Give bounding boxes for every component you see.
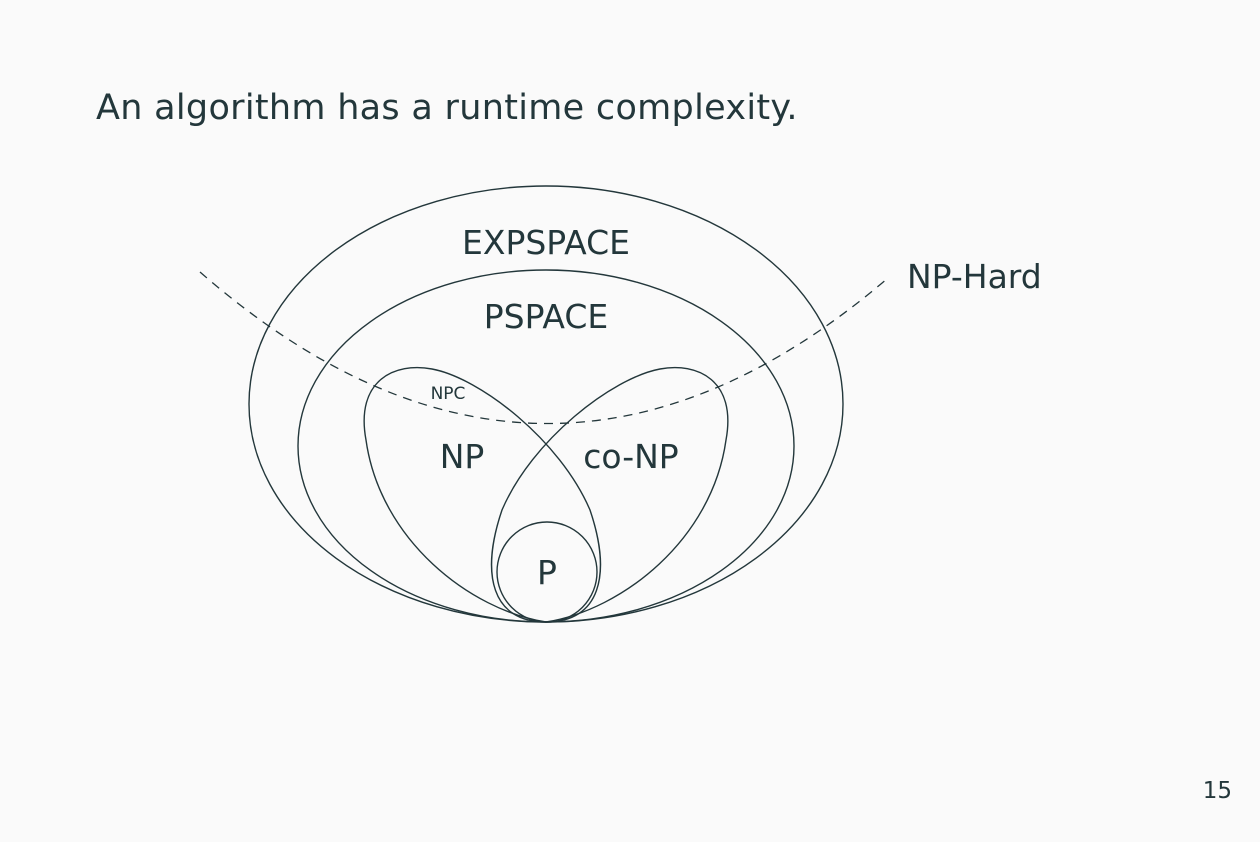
np-lobe: [363, 366, 602, 623]
conp-lobe: [490, 366, 729, 623]
expspace-label: EXPSPACE: [462, 223, 630, 262]
p-label: P: [537, 553, 557, 592]
conp-label: co-NP: [583, 437, 678, 476]
pspace-label: PSPACE: [484, 297, 609, 336]
p-circle: [496, 521, 598, 623]
nphard-label: NP-Hard: [907, 257, 1042, 296]
npc-label: NPC: [431, 384, 466, 404]
page-number: 15: [1202, 778, 1232, 804]
nphard-boundary: [199, 271, 889, 425]
slide-headline: An algorithm has a runtime complexity.: [96, 88, 798, 128]
np-label: NP: [440, 437, 485, 476]
